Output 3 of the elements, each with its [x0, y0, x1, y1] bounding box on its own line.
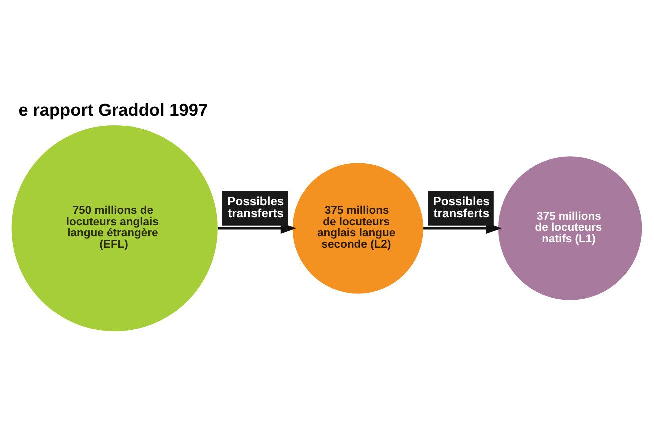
- edge-label: Possibles transferts: [228, 194, 284, 220]
- diagram-title: e rapport Graddol 1997: [18, 99, 208, 120]
- edge-label: Possibles transferts: [433, 194, 490, 220]
